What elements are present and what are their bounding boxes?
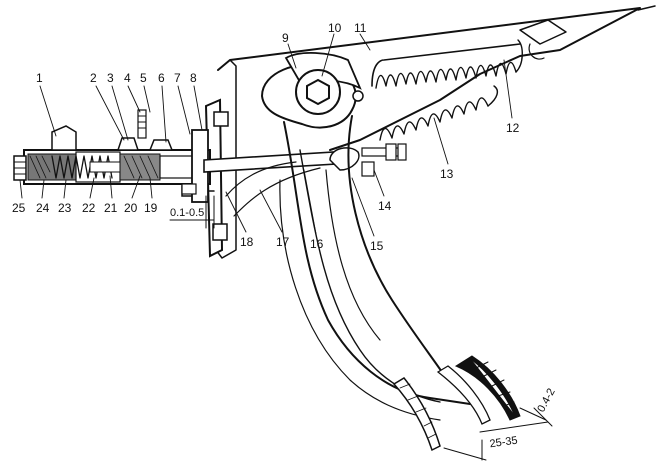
label-14: 14 bbox=[378, 199, 392, 213]
label-13: 13 bbox=[440, 167, 454, 181]
label-21: 21 bbox=[104, 201, 118, 215]
label-6: 6 bbox=[158, 71, 165, 85]
label-22: 22 bbox=[82, 201, 96, 215]
label-12: 12 bbox=[506, 121, 520, 135]
dimension-lines bbox=[169, 195, 553, 461]
label-3: 3 bbox=[107, 71, 114, 85]
pedal-pad bbox=[454, 355, 521, 421]
adjuster bbox=[329, 143, 407, 177]
label-18: 18 bbox=[240, 235, 254, 249]
pedal-pivot bbox=[260, 52, 364, 129]
cable bbox=[225, 161, 321, 217]
dimension-pedal-play: 0.4-2 bbox=[535, 386, 557, 414]
label-4: 4 bbox=[124, 71, 131, 85]
dimension-gap: 0.1-0.5 bbox=[170, 207, 204, 219]
label-17: 17 bbox=[276, 235, 290, 249]
assist-spring-lower bbox=[379, 85, 499, 141]
label-15: 15 bbox=[370, 239, 384, 253]
label-2: 2 bbox=[90, 71, 97, 85]
label-25: 25 bbox=[12, 201, 26, 215]
label-1: 1 bbox=[36, 71, 43, 85]
label-19: 19 bbox=[144, 201, 158, 215]
label-5: 5 bbox=[140, 71, 147, 85]
label-7: 7 bbox=[174, 71, 181, 85]
leader-lines bbox=[19, 33, 513, 237]
label-23: 23 bbox=[58, 201, 72, 215]
dimension-pedal-travel: 25-35 bbox=[489, 435, 519, 451]
label-24: 24 bbox=[36, 201, 50, 215]
label-10: 10 bbox=[328, 21, 342, 35]
pedal-pad-depressed bbox=[392, 365, 491, 452]
label-11: 11 bbox=[354, 21, 367, 35]
pedal-bracket bbox=[215, 5, 656, 259]
label-16: 16 bbox=[310, 237, 324, 251]
label-8: 8 bbox=[190, 71, 197, 85]
return-spring-upper bbox=[371, 39, 523, 89]
label-9: 9 bbox=[282, 31, 289, 45]
label-20: 20 bbox=[124, 201, 138, 215]
callout-labels: 1 2 3 4 5 6 7 8 9 10 11 12 13 14 15 16 1… bbox=[12, 21, 520, 253]
